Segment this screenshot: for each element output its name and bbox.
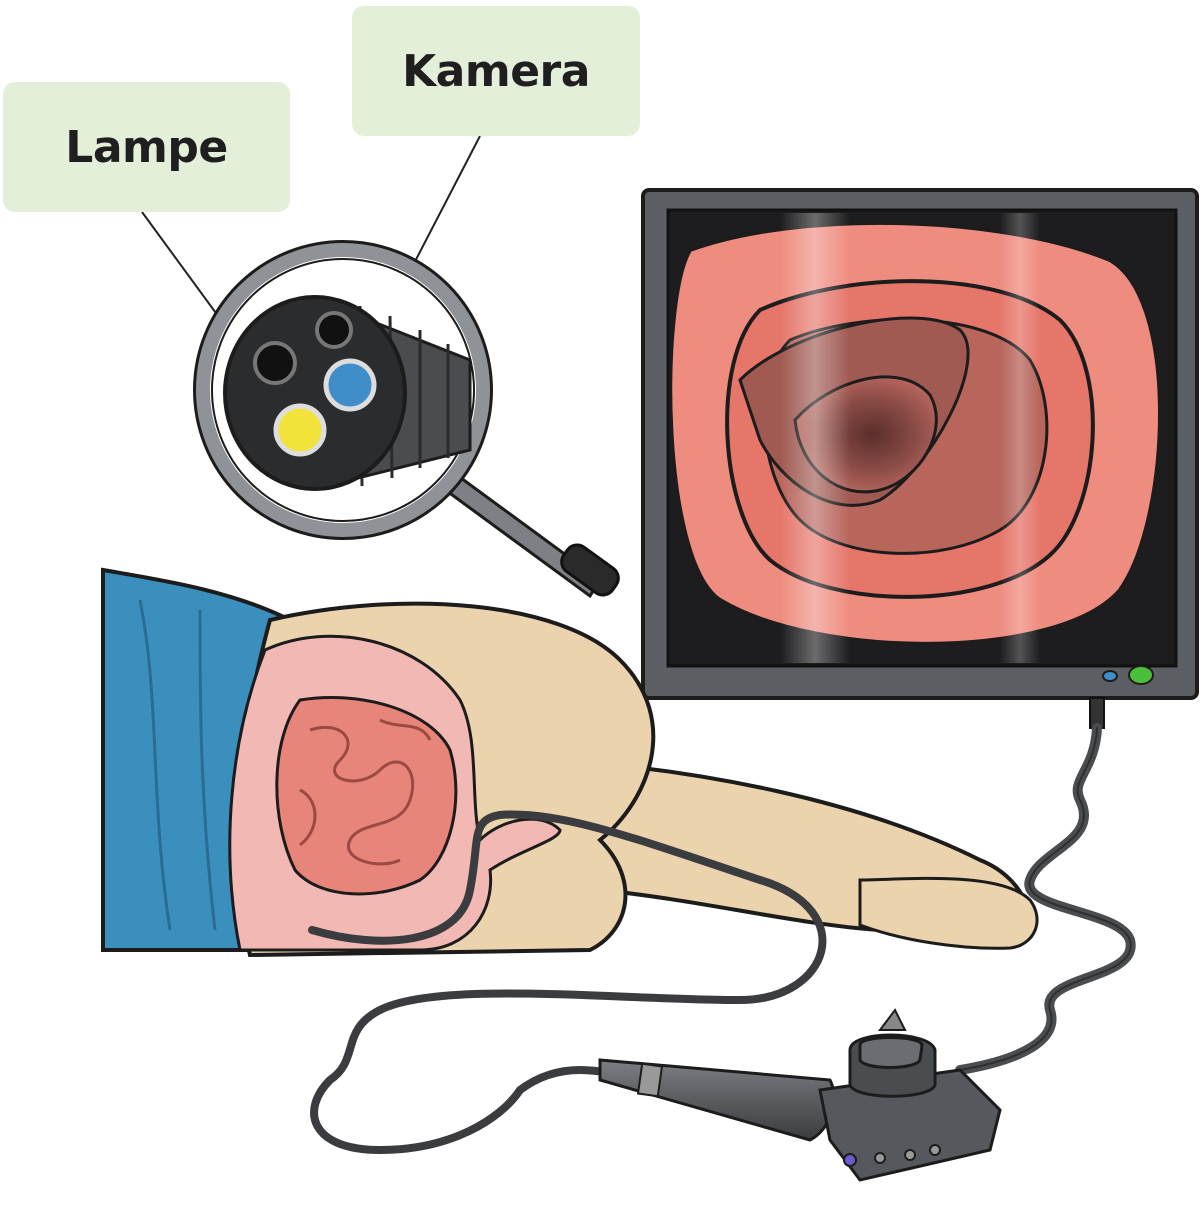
lamp-label: Lampe: [3, 82, 290, 212]
endoscope-handle-icon: [600, 1010, 1000, 1180]
lamp-label-text: Lampe: [65, 122, 227, 173]
monitor-icon: [643, 190, 1197, 728]
camera-label-text: Kamera: [402, 46, 590, 97]
camera-lens: [326, 361, 374, 409]
lamp-lens: [276, 406, 324, 454]
camera-label: Kamera: [352, 6, 640, 136]
